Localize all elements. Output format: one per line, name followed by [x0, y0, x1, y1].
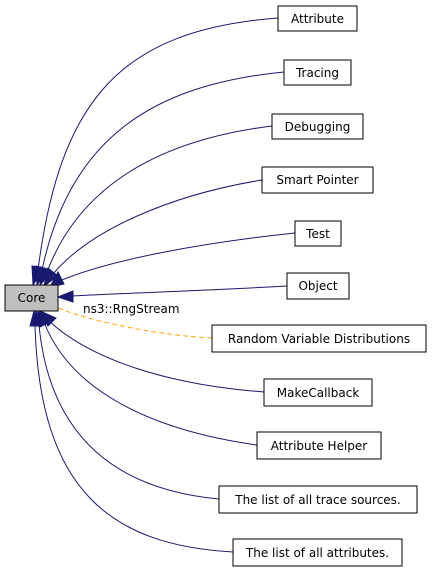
node-core[interactable]: Core — [4, 284, 59, 312]
node-test-label: Test — [305, 227, 330, 241]
node-trace-sources-label: The list of all trace sources. — [234, 493, 401, 507]
arrowhead-object — [56, 290, 74, 303]
edge-attribute-helper — [43, 321, 258, 446]
node-smart-pointer-label: Smart Pointer — [276, 173, 358, 187]
node-attribute-helper[interactable]: Attribute Helper — [256, 431, 382, 460]
node-attribute-label: Attribute — [291, 12, 344, 26]
node-random-variable-distributions-label: Random Variable Distributions — [228, 332, 410, 346]
node-debugging[interactable]: Debugging — [271, 113, 364, 140]
node-all-attributes[interactable]: The list of all attributes. — [232, 538, 403, 567]
node-object-label: Object — [298, 279, 337, 293]
node-attribute[interactable]: Attribute — [277, 5, 358, 32]
node-test[interactable]: Test — [294, 220, 342, 247]
node-tracing-label: Tracing — [295, 66, 339, 80]
node-makecallback-label: MakeCallback — [277, 386, 360, 400]
edge-random-variable-distributions — [55, 306, 213, 339]
edge-all-attributes — [34, 325, 234, 553]
edges — [29, 17, 296, 553]
node-core-label: Core — [18, 291, 46, 305]
node-random-variable-distributions[interactable]: Random Variable Distributions — [211, 324, 427, 353]
node-debugging-label: Debugging — [285, 120, 351, 134]
arrowhead-smart-pointer — [43, 267, 59, 288]
arrowhead-all-attributes — [29, 309, 41, 327]
node-trace-sources[interactable]: The list of all trace sources. — [218, 485, 418, 514]
node-object[interactable]: Object — [286, 272, 350, 300]
edge-trace-sources — [38, 324, 220, 500]
edge-debugging — [46, 125, 273, 273]
edge-test — [61, 232, 296, 281]
node-smart-pointer[interactable]: Smart Pointer — [261, 166, 374, 194]
node-makecallback[interactable]: MakeCallback — [263, 378, 373, 407]
edge-smart-pointer — [52, 179, 263, 275]
edge-label-rngstream: ns3::RngStream — [83, 302, 180, 316]
edge-tracing — [41, 71, 285, 271]
node-tracing[interactable]: Tracing — [283, 59, 352, 86]
edge-makecallback — [47, 319, 265, 393]
edge-object — [71, 285, 288, 297]
node-all-attributes-label: The list of all attributes. — [245, 546, 389, 560]
node-attribute-helper-label: Attribute Helper — [271, 439, 368, 453]
edge-attribute — [37, 17, 279, 271]
